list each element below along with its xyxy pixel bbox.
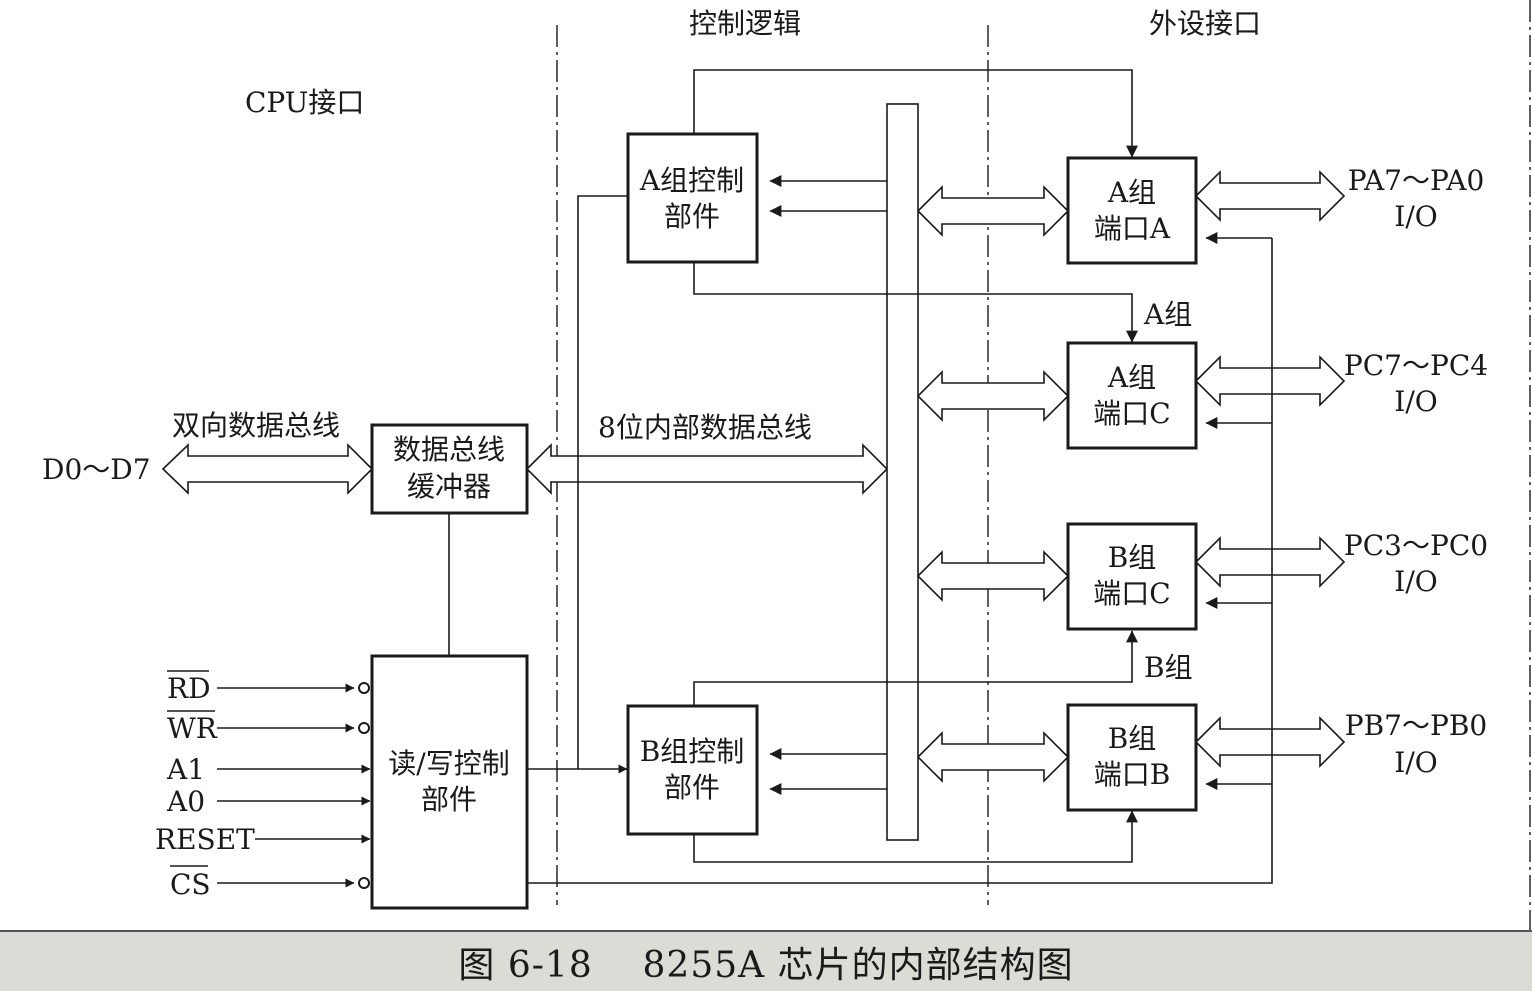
group-b-control-block	[626, 704, 759, 836]
port-b-block	[1066, 703, 1198, 812]
group-a-arrow-label: A组	[1143, 298, 1192, 331]
port-c-upper-label-2: 端口C	[1093, 397, 1170, 430]
block-diagram: CPU接口 控制逻辑 外设接口 数据总线 缓冲器 读/写控制 部件 A组控制 部…	[42, 0, 1531, 930]
data-pins-label: D0～D7	[42, 453, 151, 486]
internal-bus-bar	[886, 103, 919, 841]
figure-caption-bar: 图 6-18 8255A 芯片的内部结构图	[0, 930, 1532, 991]
port-c-upper-block	[1066, 341, 1198, 450]
port-b-label-2: 端口B	[1094, 758, 1171, 791]
cs-line-to-ports	[527, 238, 1273, 884]
io-arrow-pa	[1194, 170, 1346, 222]
io-pins-pa: PA7～PA0	[1348, 164, 1485, 197]
bidirectional-data-bus-arrow	[161, 443, 374, 495]
port-c-lower-label-1: B组	[1108, 541, 1157, 574]
group-b-control-label-2: 部件	[664, 771, 720, 804]
io-label-pc-upper: I/O	[1394, 385, 1437, 418]
wr-signal-label: WR	[167, 712, 218, 745]
bus-arrow-port-b	[916, 731, 1070, 783]
bus-arrow-port-c-upper	[916, 370, 1070, 422]
internal-data-bus-arrow	[525, 443, 889, 495]
rd-signal-label: RD	[167, 672, 211, 705]
rw-control-label-1: 读/写控制	[388, 747, 509, 780]
bus-arrow-port-a	[916, 185, 1070, 237]
group-a-control-label-2: 部件	[664, 200, 720, 233]
port-c-upper-label-1: A组	[1107, 361, 1156, 394]
group-a-control-label-1: A组控制	[639, 164, 744, 197]
data-bus-buffer-label-1: 数据总线	[393, 433, 505, 466]
io-label-pc-lower: I/O	[1394, 565, 1437, 598]
io-arrow-pc-upper	[1194, 355, 1346, 407]
group-b-to-port-c-lower-line	[693, 630, 1138, 706]
port-a-label-1: A组	[1107, 176, 1156, 209]
bus-arrow-port-c-lower	[916, 550, 1070, 602]
region-peripheral-interface: 外设接口	[1149, 7, 1261, 40]
group-a-to-port-a-line	[693, 69, 1138, 158]
port-c-lower-label-2: 端口C	[1093, 577, 1170, 610]
data-bus-buffer-label-2: 缓冲器	[407, 470, 491, 503]
wr-inverter-bubble	[358, 722, 370, 734]
io-label-pa: I/O	[1394, 200, 1437, 233]
region-control-logic: 控制逻辑	[689, 7, 801, 40]
rw-to-group-b-line	[527, 718, 628, 774]
port-a-label-2: 端口A	[1094, 212, 1171, 245]
io-pins-pb: PB7～PB0	[1345, 709, 1487, 742]
data-bus-buffer-block	[370, 423, 529, 515]
group-b-to-port-b-line	[693, 810, 1138, 863]
a1-signal-label: A1	[166, 753, 205, 786]
io-label-pb: I/O	[1394, 746, 1437, 779]
group-b-control-label-1: B组控制	[640, 735, 745, 768]
figure-caption: 图 6-18 8255A 芯片的内部结构图	[458, 944, 1074, 986]
rd-inverter-bubble	[358, 682, 370, 694]
group-a-to-port-c-upper-line	[693, 262, 1138, 343]
group-b-arrow-label: B组	[1144, 651, 1193, 684]
io-arrow-pb	[1194, 716, 1346, 768]
region-cpu-interface: CPU接口	[245, 86, 364, 119]
internal-bus-label: 8位内部数据总线	[598, 411, 812, 444]
rw-to-group-a-line	[577, 195, 628, 718]
port-b-label-1: B组	[1108, 722, 1157, 755]
bidirectional-data-bus-label: 双向数据总线	[172, 409, 340, 442]
group-a-control-block	[626, 132, 759, 264]
cs-inverter-bubble	[358, 877, 370, 889]
port-a-block	[1066, 156, 1198, 265]
io-pins-pc-upper: PC7～PC4	[1344, 349, 1488, 382]
port-c-lower-block	[1066, 522, 1198, 631]
io-pins-pc-lower: PC3～PC0	[1344, 529, 1488, 562]
io-arrow-pc-lower	[1194, 536, 1346, 588]
cs-signal-label: CS	[170, 868, 211, 901]
a0-signal-label: A0	[166, 785, 205, 818]
reset-signal-label: RESET	[155, 823, 255, 856]
rw-control-block	[370, 654, 529, 910]
rw-control-label-2: 部件	[421, 783, 477, 816]
